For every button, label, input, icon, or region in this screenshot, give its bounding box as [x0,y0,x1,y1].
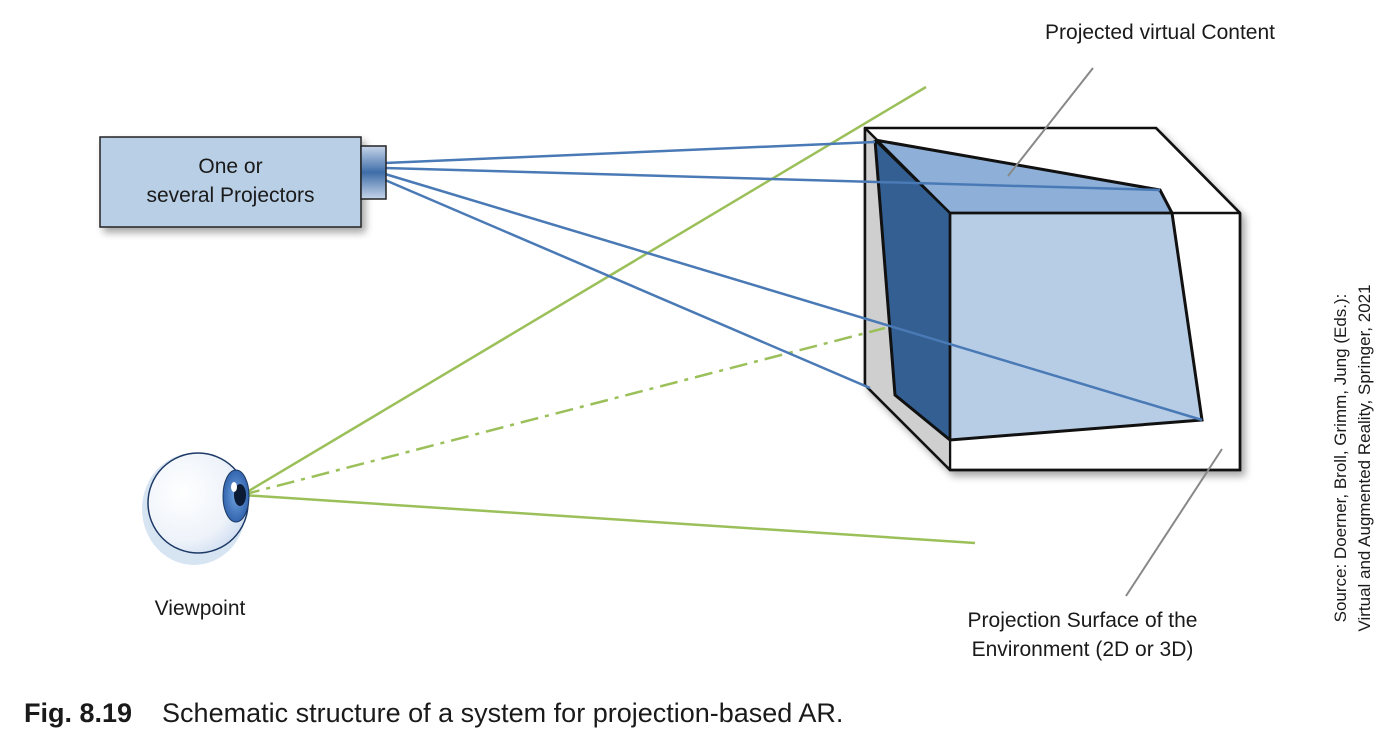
projector-label-line-2: several Projectors [146,184,315,207]
content-callout-line [1007,67,1094,177]
projected-content-top [875,140,1172,213]
sight-lines [241,85,976,545]
sight-line-upper [241,85,927,497]
box-edges [863,127,1242,472]
surface-label-line-2: Environment (2D or 3D) [971,638,1194,661]
figure-number: Fig. 8.19 [24,698,133,728]
figure-caption-text: Schematic structure of a system for proj… [162,698,844,728]
eye-highlight [231,482,237,492]
eye-icon [142,452,250,565]
sight-line-center [241,326,886,497]
pupil [234,484,246,506]
surface-label-line-1: Projection Surface of the [967,609,1198,632]
surface-label: Projection Surface of the Environment (2… [930,606,1235,664]
projected-content-front [950,213,1202,440]
projector-body [99,136,362,228]
figure-caption: Fig. 8.19 Schematic structure of a system… [24,698,843,729]
projection-rays [384,140,1203,422]
surface-callout-line [1125,448,1223,597]
viewpoint-label: Viewpoint [154,597,246,620]
projector-icon [99,136,387,228]
projector-label: One or several Projectors [100,152,361,210]
source-credit: Source: Doerner, Broll, Grimm, Jung (Eds… [1329,248,1377,668]
sight-line-lower [241,493,976,545]
projector-label-line-1: One or [198,155,263,178]
projector-lens [360,145,387,200]
source-line-2: Virtual and Augmented Reality, Springer,… [1355,284,1374,632]
source-line-1: Source: Doerner, Broll, Grimm, Jung (Eds… [1331,293,1350,623]
projected-content-label: Projected virtual Content [1045,21,1275,44]
